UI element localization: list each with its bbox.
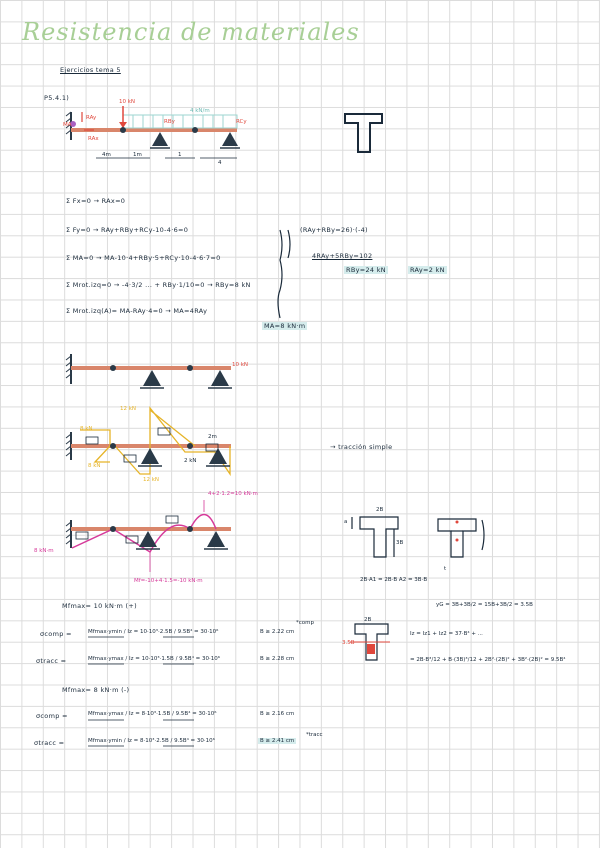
section-area-line: 2B·A1 = 2B·B A2 = 3B·B — [360, 577, 428, 583]
label-ma: MA — [63, 122, 72, 128]
section-yg: yG = 3B+3B/2 = 15B+3B/2 = 3.5B — [436, 602, 533, 608]
section-label-a: a — [344, 519, 348, 525]
note-traccion: → tracción simple — [330, 443, 393, 451]
t-section-icon-3 — [437, 518, 485, 558]
dim-3: 1 — [178, 152, 182, 158]
comp1-result: B ≥ 2.22 cm — [260, 629, 295, 635]
shear-label-top: 12 kN — [120, 406, 137, 412]
trac1-expr: Mfmax·ymax / Iz = 10·10³·1.5B / 9.5B⁴ = … — [88, 656, 220, 662]
equation-1: Σ Fx=0 → RAx=0 — [66, 197, 126, 205]
section-label-t: t — [444, 566, 447, 572]
shear-label-neg: 12 kN — [143, 477, 160, 483]
system-1: (RAy+RBy=26)·(-4) — [300, 226, 368, 234]
label-ray: RAy — [86, 115, 97, 121]
t-section-icon-1 — [344, 113, 383, 153]
subtitle: Ejercicios tema 5 — [60, 66, 121, 74]
comp1-note: *comp — [296, 620, 314, 626]
support-icon — [222, 132, 238, 146]
equation-3: Σ MA=0 → MA-10·4+RBy·5+RCy·10-4·6·7=0 — [66, 254, 221, 262]
beam-4 — [71, 527, 231, 531]
t-section-icon-2 — [351, 516, 399, 558]
dim-2: 1m — [133, 152, 142, 158]
problem-label: P5.4.1) — [44, 94, 70, 102]
trac1-label: σtracc = — [36, 657, 67, 665]
section-label-b: 2B — [376, 507, 384, 513]
equation-2: Σ Fy=0 → RAy+RBy+RCy-10-4·6=0 — [66, 226, 189, 234]
hinge-icon — [120, 127, 126, 133]
beam-3 — [71, 444, 231, 448]
trac2-note: *tracc — [306, 732, 323, 738]
trac2-label: σtracc = — [34, 739, 65, 747]
moment-label-top: 4+2·1.2=10 kN·m — [208, 491, 258, 497]
shear-diagram — [80, 406, 231, 477]
equation-4: Σ Mrot.izq=0 → -4·3/2 ... + RBy·1/10=0 →… — [66, 281, 251, 289]
shear-label-right: 2m — [208, 434, 217, 440]
label-rby: RBy — [164, 119, 175, 125]
wall-support-2 — [65, 354, 72, 384]
trac1-result: B ≥ 2.28 cm — [260, 656, 295, 662]
moment-label-left: 8 kN·m — [34, 548, 54, 554]
mfmax-1: Mfmax= 10 kN·m (+) — [62, 602, 137, 610]
equation-5: Σ Mrot.izq(A)= MA-RAy·4=0 → MA=4RAy — [66, 307, 208, 315]
support-icon — [152, 132, 168, 146]
result-ma: MA=8 kN·m — [262, 322, 308, 330]
result-ray: RAy=2 kN — [408, 266, 447, 274]
result-rby: RBy=24 kN — [344, 266, 388, 274]
shear-label-left-low: 8 kN — [88, 463, 101, 469]
trac2-result: B ≥ 2.41 cm — [258, 738, 297, 744]
dim-1: 4m — [102, 152, 111, 158]
label-load-left: 10 kN — [119, 99, 136, 105]
page-title: Resistencia de materiales — [22, 18, 360, 46]
comp2-expr: Mfmax·ymax / Iz = 8·10³·1.5B / 9.5B⁴ = 3… — [88, 711, 217, 717]
shear-label-mid: 2 kN — [184, 458, 197, 464]
trac2-expr: Mfmax·ymin / Iz = 8·10³·2.5B / 9.5B⁴ = 3… — [88, 738, 215, 744]
section-note: 3.5B — [342, 640, 355, 646]
section-dim-t: 2B — [364, 617, 372, 623]
comp1-label: σcomp = — [40, 630, 72, 638]
mfmax-2: Mfmax= 8 kN·m (-) — [62, 686, 130, 694]
comp2-result: B ≥ 2.16 cm — [260, 711, 295, 717]
wall-support-3 — [65, 432, 72, 460]
label-load-2: 10 kN — [232, 362, 249, 368]
comp1-expr: Mfmax·ymin / Iz = 10·10³·2.5B / 9.5B⁴ = … — [88, 629, 219, 635]
shear-label-left: 8 kN — [80, 426, 93, 432]
section-label-h: 3B — [396, 540, 404, 546]
distributed-load-1 — [122, 114, 238, 129]
load-arrow-icon — [119, 122, 127, 128]
dim-4: 4 — [218, 160, 222, 166]
label-rcy: RCy — [236, 119, 247, 125]
label-distributed: 4 kN/m — [190, 108, 210, 114]
section-iz-full: = 2B·B³/12 + B·(3B)³/12 + 2B²·(2B)² + 3B… — [410, 657, 566, 663]
label-rax: RAx — [88, 136, 99, 142]
beam-1 — [71, 128, 237, 132]
comp2-label: σcomp = — [36, 712, 68, 720]
t-section-icon-4 — [354, 623, 389, 661]
moment-label-bottom: Mf=-10+4·1.5=-10 kN·m — [134, 578, 203, 584]
beam-2 — [71, 366, 231, 370]
wall-support-4 — [65, 520, 72, 548]
section-iz: Iz = Iz1 + Iz2 = 37·B⁴ + ... — [410, 631, 483, 637]
system-2: 4RAy+5RBy=102 — [312, 252, 373, 260]
